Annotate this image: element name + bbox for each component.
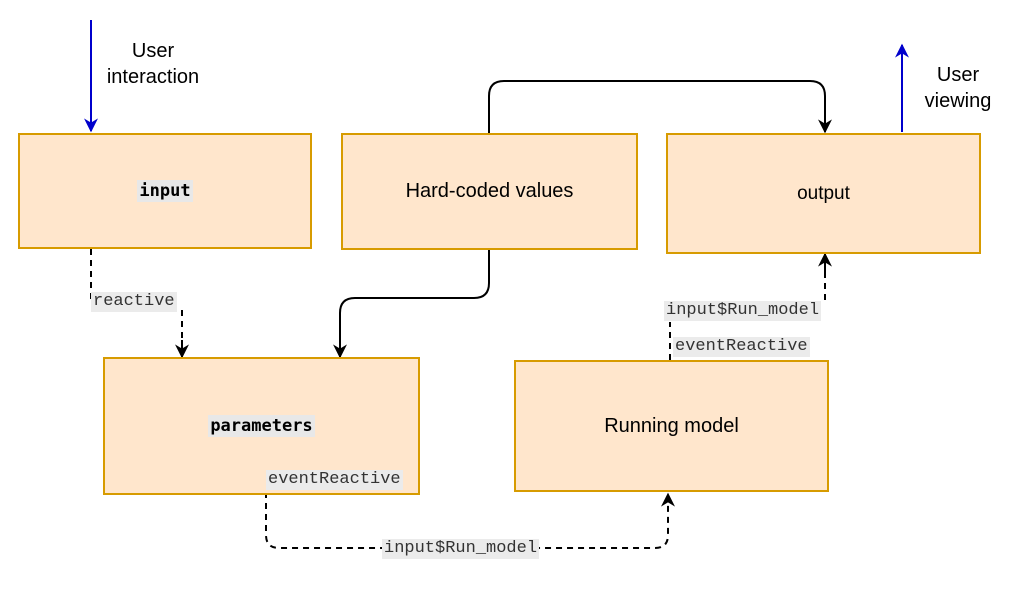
edge-parameters-to-model xyxy=(265,492,675,549)
user-viewing-label: User viewing xyxy=(924,64,992,112)
edge-label-parameters-eventreactive: eventReactive xyxy=(266,470,403,490)
node-hard-coded-values: Hard-coded values xyxy=(341,133,638,250)
user-interaction-label: User interaction xyxy=(106,40,200,88)
edge-label-reactive: reactive xyxy=(91,292,177,312)
node-input-label: input xyxy=(137,180,193,202)
node-input: input xyxy=(18,133,312,249)
edge-input-to-parameters xyxy=(90,249,183,357)
node-running-model: Running model xyxy=(514,360,829,492)
node-parameters-label: parameters xyxy=(208,415,315,437)
edge-label-parameters-run-model: input$Run_model xyxy=(382,539,540,559)
edge-label-model-eventreactive: eventReactive xyxy=(673,337,810,357)
edge-hardcoded-to-parameters xyxy=(333,250,490,359)
edge-label-output-run-model: input$Run_model xyxy=(664,301,822,321)
node-output-label: output xyxy=(797,182,850,204)
node-parameters: parameters xyxy=(103,357,420,495)
edge-hardcoded-to-output xyxy=(488,80,832,134)
node-running-model-label: Running model xyxy=(604,414,739,437)
node-output: output xyxy=(666,133,981,254)
node-hard-coded-label: Hard-coded values xyxy=(405,180,574,202)
